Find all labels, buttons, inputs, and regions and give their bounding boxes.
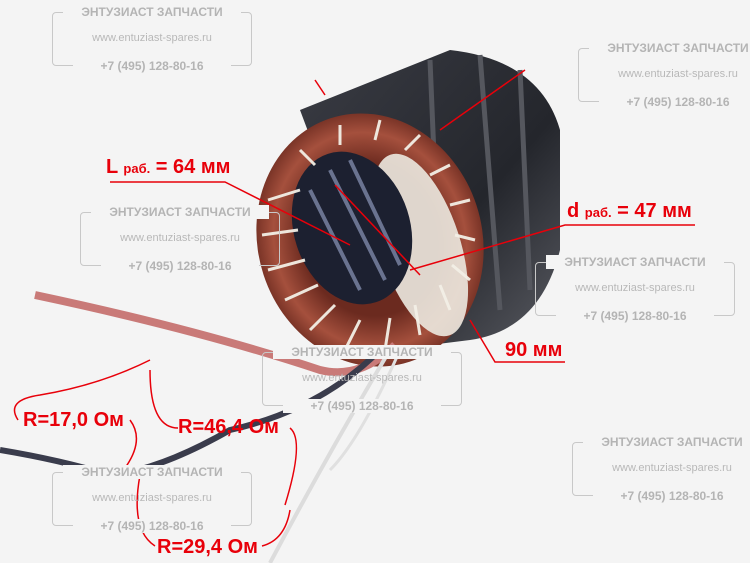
watermark-company: ЭНТУЗИАСТ ЗАПЧАСТИ — [546, 255, 724, 269]
watermark-site: www.entuziast-spares.ru — [302, 372, 422, 384]
watermark: ЭНТУЗИАСТ ЗАПЧАСТИ www.entuziast-spares.r… — [572, 435, 750, 503]
watermark-phone: +7 (495) 128-80-16 — [73, 59, 231, 73]
length-label: L раб. = 64 мм — [106, 156, 230, 179]
resistance-label-1: R=17,0 Ом — [23, 409, 124, 431]
resistance-label-3: R=29,4 Ом — [157, 536, 258, 558]
watermark: ЭНТУЗИАСТ ЗАПЧАСТИ www.entuziast-spares.r… — [578, 41, 750, 109]
watermark-site: www.entuziast-spares.ru — [618, 68, 738, 80]
watermark-company: ЭНТУЗИАСТ ЗАПЧАСТИ — [63, 465, 241, 479]
stator-bore — [291, 151, 413, 305]
watermark-phone: +7 (495) 128-80-16 — [599, 95, 750, 109]
watermark: ЭНТУЗИАСТ ЗАПЧАСТИ www.entuziast-spares.r… — [52, 5, 252, 73]
watermark: ЭНТУЗИАСТ ЗАПЧАСТИ www.entuziast-spares.r… — [80, 205, 280, 273]
watermark-company: ЭНТУЗИАСТ ЗАПЧАСТИ — [63, 5, 241, 19]
watermark-company: ЭНТУЗИАСТ ЗАПЧАСТИ — [273, 345, 451, 359]
watermark-site: www.entuziast-spares.ru — [92, 492, 212, 504]
watermark-site: www.entuziast-spares.ru — [612, 462, 732, 474]
watermark-site: www.entuziast-spares.ru — [575, 282, 695, 294]
length-sub: раб. — [123, 161, 151, 176]
watermark: ЭНТУЗИАСТ ЗАПЧАСТИ www.entuziast-spares.r… — [262, 345, 462, 413]
watermark-phone: +7 (495) 128-80-16 — [73, 519, 231, 533]
winding-ties — [261, 119, 476, 351]
white-wire — [268, 348, 392, 563]
outer-size-label: 90 мм — [505, 339, 563, 361]
length-prefix: L — [106, 156, 118, 178]
watermark-phone: +7 (495) 128-80-16 — [101, 259, 259, 273]
watermark-phone: +7 (495) 128-80-16 — [593, 489, 750, 503]
watermark-phone: +7 (495) 128-80-16 — [283, 399, 441, 413]
black-wire — [0, 347, 383, 479]
watermark-phone: +7 (495) 128-80-16 — [556, 309, 714, 323]
watermark: ЭНТУЗИАСТ ЗАПЧАСТИ www.entuziast-spares.r… — [52, 465, 252, 533]
watermark-company: ЭНТУЗИАСТ ЗАПЧАСТИ — [583, 435, 750, 449]
white-wire-2 — [328, 349, 402, 472]
watermark-site: www.entuziast-spares.ru — [120, 232, 240, 244]
diameter-label: d раб. = 47 мм — [567, 200, 692, 223]
watermark: ЭНТУЗИАСТ ЗАПЧАСТИ www.entuziast-spares.r… — [535, 255, 735, 323]
diameter-value: = 47 мм — [617, 200, 692, 222]
watermark-company: ЭНТУЗИАСТ ЗАПЧАСТИ — [91, 205, 269, 219]
watermark-site: www.entuziast-spares.ru — [92, 32, 212, 44]
diameter-prefix: d — [567, 200, 580, 222]
length-value: = 64 мм — [155, 156, 231, 178]
diameter-sub: раб. — [584, 205, 612, 220]
resistance-label-2: R=46,4 Ом — [178, 416, 279, 438]
watermark-company: ЭНТУЗИАСТ ЗАПЧАСТИ — [589, 41, 750, 55]
